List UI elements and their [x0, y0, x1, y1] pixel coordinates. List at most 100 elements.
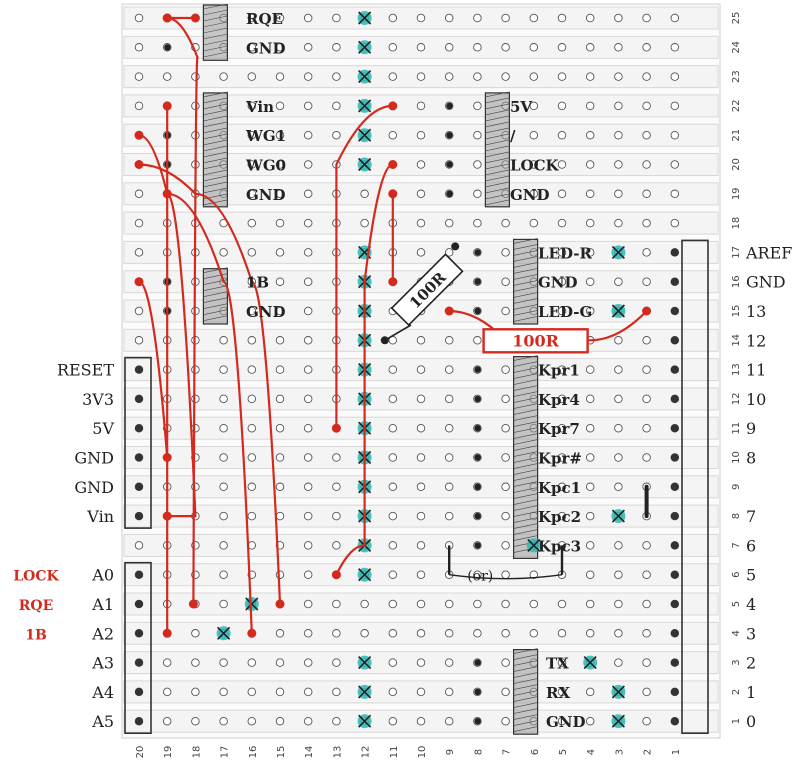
header-pin [670, 541, 679, 550]
left-label: 3V3 [82, 390, 114, 409]
pin-label: LOCK [510, 157, 560, 175]
right-label: 5 [746, 566, 756, 585]
hole [670, 43, 680, 52]
hole [642, 658, 651, 667]
hole [501, 453, 510, 462]
hole [303, 687, 313, 697]
hole [501, 541, 510, 550]
hole [219, 658, 228, 667]
row-number: 7 [731, 542, 742, 548]
resistor-lead [384, 324, 412, 341]
wire [335, 163, 394, 576]
hatch [203, 181, 228, 188]
hole [219, 570, 228, 579]
hole [388, 687, 398, 697]
hole [388, 629, 398, 638]
red-label: 1B [25, 627, 47, 643]
hole [501, 423, 510, 433]
wire [335, 104, 394, 430]
hatch [485, 157, 510, 164]
pin-dot [474, 659, 481, 666]
hole [303, 218, 313, 228]
hole [247, 394, 257, 404]
hole [388, 658, 398, 667]
header-pin [135, 365, 143, 374]
pin-label: GND [246, 186, 286, 204]
hole [585, 423, 595, 433]
hole [360, 629, 369, 638]
hatch [203, 45, 228, 52]
hole [501, 277, 510, 286]
hole [247, 658, 257, 667]
hole [473, 130, 482, 140]
column-number: 13 [332, 746, 343, 759]
column-number: 3 [614, 749, 625, 755]
hatch [203, 315, 228, 321]
hole [585, 43, 595, 52]
hatch [513, 367, 538, 373]
hole [642, 277, 651, 286]
hole [614, 72, 623, 81]
hatch [513, 403, 538, 409]
hole [416, 365, 426, 374]
hole [219, 716, 228, 726]
hole [557, 160, 567, 169]
wire-end [190, 13, 200, 23]
hatch [203, 199, 228, 206]
hole [275, 130, 285, 140]
right-label: 2 [746, 654, 756, 673]
hole [444, 394, 454, 404]
wire-end [162, 189, 172, 199]
wire-end [331, 570, 341, 580]
hole [247, 306, 257, 316]
hole [473, 13, 482, 23]
hole [247, 482, 257, 492]
hole [642, 423, 651, 433]
hole [614, 599, 623, 609]
hole [444, 218, 454, 228]
left-label: A0 [91, 566, 114, 585]
hole [585, 189, 595, 199]
pin-dot [474, 542, 481, 549]
hatch [485, 151, 510, 158]
hole [529, 160, 539, 169]
hatch [513, 529, 538, 535]
hole [275, 43, 285, 52]
hatch [513, 373, 538, 379]
right-label: 4 [746, 595, 756, 614]
hole [416, 218, 426, 228]
hatch [513, 256, 538, 262]
header-pin [670, 600, 679, 608]
hole [614, 629, 623, 638]
hatch [513, 463, 538, 469]
hole [444, 482, 454, 492]
hatch [203, 267, 228, 273]
hole [275, 336, 285, 345]
hatch [485, 121, 510, 128]
hole [473, 629, 482, 638]
header-pin [670, 629, 679, 638]
row-number: 1 [731, 718, 742, 724]
pin-label: WG1 [245, 127, 286, 145]
pin-label: GND [246, 303, 286, 321]
pin-label: Kpc2 [538, 508, 581, 526]
hole [529, 629, 539, 638]
hole [134, 248, 144, 257]
row-number: 3 [731, 659, 742, 665]
hole [642, 218, 651, 228]
hole [247, 101, 257, 111]
hole [247, 716, 257, 726]
hole [557, 365, 567, 374]
hole [585, 306, 595, 316]
hole [444, 453, 454, 462]
row-number: 21 [731, 129, 742, 142]
hatch [203, 157, 228, 164]
wire-end [388, 101, 398, 111]
hole [444, 43, 454, 52]
cut-x [217, 626, 231, 640]
hatch [203, 3, 228, 10]
hole [614, 453, 623, 462]
digital-header [681, 239, 709, 734]
cut-x [358, 157, 372, 172]
hole [416, 248, 426, 257]
